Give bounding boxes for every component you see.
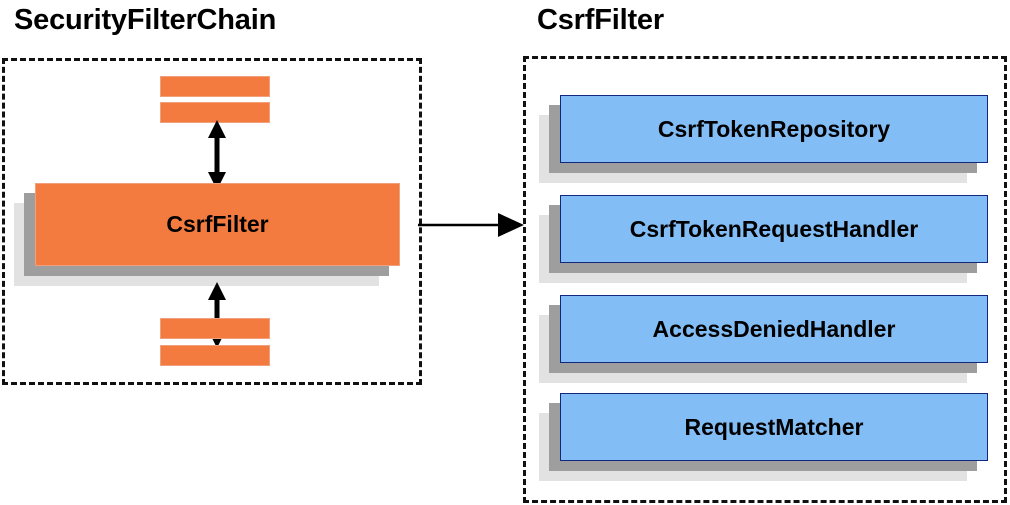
csrf-filter-face[interactable]: CsrfFilter xyxy=(35,183,400,266)
filter-bar-below-2 xyxy=(160,345,270,366)
collaborator-face[interactable]: CsrfTokenRequestHandler xyxy=(560,195,988,263)
csrf-filter-label: CsrfFilter xyxy=(166,211,269,237)
page-title-csrf-filter: CsrfFilter xyxy=(537,4,664,36)
collaborator-face[interactable]: RequestMatcher xyxy=(560,393,988,461)
collaborator-box-access-denied-handler[interactable]: AccessDeniedHandler xyxy=(539,295,988,383)
collaborator-box-csrf-token-request-handler[interactable]: CsrfTokenRequestHandler xyxy=(539,195,988,283)
collaborator-label: AccessDeniedHandler xyxy=(652,315,896,342)
collaborator-label: CsrfTokenRequestHandler xyxy=(629,215,919,242)
collaborator-label: RequestMatcher xyxy=(684,413,864,440)
filter-bar-below-1 xyxy=(160,318,270,339)
arrow-filter-to-detail xyxy=(418,213,524,237)
csrf-filter-detail-panel xyxy=(523,56,1007,503)
page-title-security-filter-chain: SecurityFilterChain xyxy=(14,4,277,36)
collaborator-box-csrf-token-repository[interactable]: CsrfTokenRepository xyxy=(539,95,988,183)
collaborator-face[interactable]: CsrfTokenRepository xyxy=(560,95,988,163)
filter-bar-above-1 xyxy=(160,76,270,97)
security-filter-chain-panel xyxy=(2,58,422,385)
arrow-chain-above xyxy=(208,120,226,190)
collaborator-face[interactable]: AccessDeniedHandler xyxy=(560,295,988,363)
collaborator-box-request-matcher[interactable]: RequestMatcher xyxy=(539,393,988,481)
csrf-filter-box[interactable]: CsrfFilter xyxy=(14,183,400,286)
collaborator-label: CsrfTokenRepository xyxy=(657,115,891,142)
filter-bar-above-2 xyxy=(160,102,270,123)
